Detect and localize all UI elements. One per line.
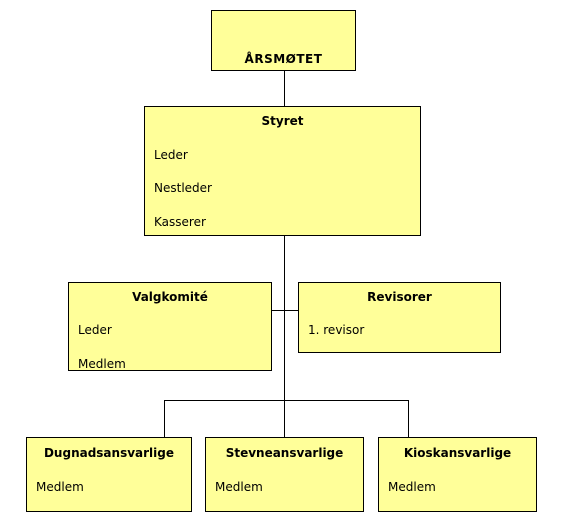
valgkomite-box: Valgkomité Leder Medlem <box>68 282 272 371</box>
revisorer-role-1-revisor: 1. revisor <box>308 323 365 337</box>
valgkomite-role-medlem: Medlem <box>78 357 126 371</box>
styret-role-nestleder: Nestleder <box>154 181 212 195</box>
kiosk-title: Kioskansvarlige <box>403 446 512 460</box>
kiosk-role-medlem: Medlem <box>388 480 436 494</box>
connector-dugnad <box>164 400 165 437</box>
connector-styret-trunk <box>284 236 285 401</box>
revisorer-title: Revisorer <box>367 290 432 304</box>
connector-bottom-bar <box>164 400 409 401</box>
dugnad-box: Dugnadsansvarlige Medlem <box>26 437 192 512</box>
kiosk-box: Kioskansvarlige Medlem <box>378 437 537 512</box>
styret-role-kasserer: Kasserer <box>154 215 206 229</box>
connector-valgkomite <box>272 310 285 311</box>
styret-box: Styret Leder Nestleder Kasserer <box>144 106 421 236</box>
dugnad-role-medlem: Medlem <box>36 480 84 494</box>
stevne-title: Stevneansvarlige <box>225 446 344 460</box>
styret-title: Styret <box>261 114 304 128</box>
stevne-role-medlem: Medlem <box>215 480 263 494</box>
valgkomite-title: Valgkomité <box>132 290 208 304</box>
connector-stevne <box>284 400 285 437</box>
connector-arsmotet-styret <box>284 71 285 106</box>
stevne-box: Stevneansvarlige Medlem <box>205 437 364 512</box>
revisorer-box: Revisorer 1. revisor <box>298 282 501 353</box>
arsmotet-box: ÅRSMØTET <box>211 10 356 71</box>
connector-kiosk <box>408 400 409 437</box>
arsmotet-title: ÅRSMØTET <box>244 52 323 66</box>
valgkomite-role-leder: Leder <box>78 323 112 337</box>
dugnad-title: Dugnadsansvarlige <box>43 446 175 460</box>
styret-role-leder: Leder <box>154 148 188 162</box>
connector-revisorer <box>285 310 298 311</box>
